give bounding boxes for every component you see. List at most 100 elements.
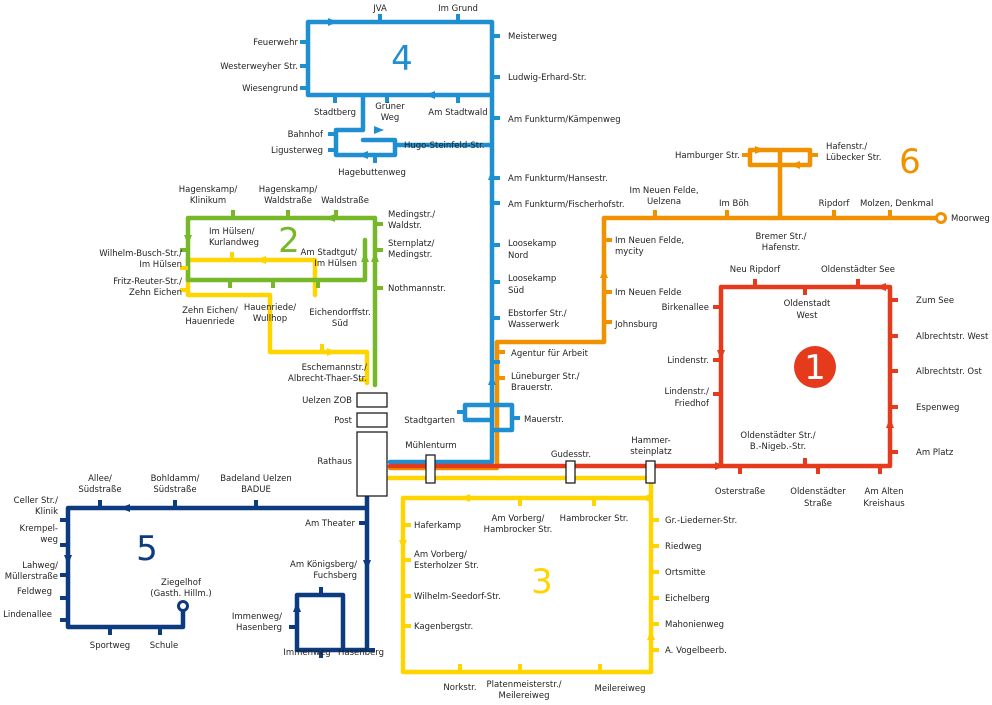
stop-label-mahonienweg[interactable]: Mahonienweg — [665, 620, 724, 630]
stop-label-immenweg-hasenberg[interactable]: Immenweg/Hasenberg — [232, 612, 282, 633]
stop-label-nothmannstr[interactable]: Nothmannstr. — [388, 284, 446, 294]
rathaus-platform[interactable] — [356, 431, 388, 497]
stop-label-am-funkturm-hansestr[interactable]: Am Funkturm/Hansestr. — [508, 174, 608, 184]
stop-label-im-neuen-felde-uelzena[interactable]: Im Neuen Felde,Uelzena — [629, 186, 698, 207]
stop-label-molzen-denkmal[interactable]: Molzen, Denkmal — [860, 199, 933, 209]
stop-label-ziegelhof[interactable]: Ziegelhof(Gasth. Hillm.) — [150, 578, 211, 599]
stop-label-hagenskamp-waldstrasse[interactable]: Hagenskamp/Waldstraße — [259, 185, 318, 206]
stop-label-eichelberg[interactable]: Eichelberg — [665, 594, 710, 604]
stop-label-albrechtstr-west[interactable]: Albrechtstr. West — [916, 332, 989, 342]
stop-label-celler-str-klinik[interactable]: Celler Str./Klinik — [14, 496, 58, 517]
stop-label-kagenbergstr[interactable]: Kagenbergstr. — [414, 622, 473, 632]
stop-label-krempelweg[interactable]: Krempel-weg — [20, 524, 58, 545]
stop-label-waldstrasse[interactable]: Waldstraße — [321, 196, 369, 206]
stop-label-bahnhof[interactable]: Bahnhof — [288, 130, 324, 140]
stop-label-hammersteinplatz[interactable]: Hammer-steinplatz — [630, 436, 672, 457]
stop-label-medingstr-waldstr[interactable]: Medingstr./Waldstr. — [388, 210, 435, 231]
stop-label-hambrocker-str[interactable]: Hambrocker Str. — [560, 514, 629, 524]
stop-label-ludwig-erhard-str[interactable]: Ludwig-Erhard-Str. — [508, 73, 586, 83]
line-3-route[interactable] — [380, 475, 654, 675]
stop-label-am-vorberg-hambrocker[interactable]: Am Vorberg/Hambrocker Str. — [484, 514, 553, 535]
stop-label-im-neuen-felde-mycity[interactable]: Im Neuen Felde,mycity — [615, 236, 684, 257]
stop-label-eschemannstr[interactable]: Eschemannstr./Albrecht-Thaer-Str. — [288, 363, 367, 384]
stop-label-am-funkturm-fischerhofstr[interactable]: Am Funkturm/Fischerhofstr. — [508, 200, 625, 210]
stop-label-hagenskamp-klinikum[interactable]: Hagenskamp/Klinikum — [179, 185, 238, 206]
stop-label-im-boeh[interactable]: Im Böh — [719, 199, 749, 209]
stop-label-am-stadtwald[interactable]: Am Stadtwald — [428, 108, 487, 118]
stop-label-neu-ripdorf[interactable]: Neu Ripdorf — [730, 265, 781, 275]
stop-label-lahweg[interactable]: Lahweg/Müllerstraße — [5, 561, 58, 582]
stop-label-haferkamp[interactable]: Haferkamp — [414, 521, 461, 531]
stop-label-a-vogelbeerb[interactable]: A. Vogelbeerb. — [665, 646, 727, 656]
stop-label-hugo-steinfeld-str[interactable]: Hugo-Steinfeld-Str. — [404, 141, 485, 151]
stop-label-westerweyher-str[interactable]: Westerweyher Str. — [220, 62, 298, 72]
stop-label-wilhelm-seedorf-str[interactable]: Wilhelm-Seedorf-Str. — [414, 592, 501, 602]
stop-label-allee-suedstrasse[interactable]: Allee/Südstraße — [78, 474, 121, 495]
stop-label-albrechtstr-ost[interactable]: Albrechtstr. Ost — [916, 367, 983, 377]
stop-label-stadtberg[interactable]: Stadtberg — [314, 108, 356, 118]
stop-label-eichendorffstr-sued[interactable]: Eichendorffstr.Süd — [309, 308, 371, 329]
stop-label-agentur-fuer-arbeit[interactable]: Agentur für Arbeit — [511, 349, 589, 359]
stop-label-osterstrasse[interactable]: Osterstraße — [715, 487, 765, 497]
stop-label-meilereiweg[interactable]: Meilereiweg — [595, 684, 646, 694]
stop-label-am-vorberg-esterholzer[interactable]: Am Vorberg/Esterholzer Str. — [414, 550, 479, 571]
stop-label-norkstr[interactable]: Norkstr. — [443, 683, 476, 693]
stop-label-jva[interactable]: JVA — [372, 4, 387, 14]
stop-label-gr-liederner-str[interactable]: Gr.-Liederner-Str. — [665, 516, 737, 526]
ziegelhof-terminus-marker[interactable] — [177, 600, 189, 612]
stop-label-lueneburger-str[interactable]: Lüneburger Str./Brauerstr. — [511, 372, 580, 393]
stop-label-am-theater[interactable]: Am Theater — [305, 519, 355, 529]
stop-label-immenweg[interactable]: Immenweg — [283, 648, 330, 658]
stop-label-lindenstr[interactable]: Lindenstr. — [667, 356, 709, 366]
stop-label-lindenallee[interactable]: Lindenallee — [3, 610, 52, 620]
stop-label-birkenallee[interactable]: Birkenallee — [662, 303, 709, 313]
gudesstr-platform[interactable] — [565, 460, 576, 484]
stop-label-am-platz[interactable]: Am Platz — [916, 448, 954, 458]
line-2-route[interactable] — [185, 215, 378, 388]
stop-label-espenweg[interactable]: Espenweg — [916, 403, 959, 413]
stop-label-im-grund[interactable]: Im Grund — [438, 4, 478, 14]
stop-label-feuerwehr[interactable]: Feuerwehr — [253, 38, 298, 48]
stop-label-bremer-str-hafenstr[interactable]: Bremer Str./Hafenstr. — [755, 232, 806, 253]
hammersteinplatz-platform[interactable] — [645, 460, 656, 484]
stop-label-meisterweg[interactable]: Meisterweg — [508, 32, 557, 42]
stop-label-gudesstr[interactable]: Gudesstr. — [551, 450, 591, 460]
stop-label-lindenstr-friedhof[interactable]: Lindenstr./Friedhof — [664, 387, 710, 409]
stop-label-platenmeisterstr[interactable]: Platenmeisterstr./Meilereiweg — [486, 680, 561, 701]
stop-label-oldenstaedter-see[interactable]: Oldenstädter See — [821, 265, 895, 275]
stop-label-fritz-reuter-str[interactable]: Fritz-Reuter-Str./Zehn Eichen — [113, 277, 182, 298]
stop-label-im-huelsen-kurlandweg[interactable]: Im Hülsen/Kurlandweg — [209, 227, 259, 248]
stop-label-hasenberg[interactable]: Hasenberg — [338, 648, 384, 658]
stop-label-am-koenigsberg[interactable]: Am Königsberg/Fuchsberg — [290, 560, 357, 581]
stop-label-schule[interactable]: Schule — [150, 641, 178, 651]
stop-label-am-funkturm-kaempenweg[interactable]: Am Funkturm/Kämpenweg — [508, 115, 621, 125]
stop-label-muehlenturm[interactable]: Mühlenturm — [405, 441, 456, 451]
stop-label-ebstorfer-str[interactable]: Ebstorfer Str./Wasserwerk — [508, 309, 567, 330]
stop-label-ligusterweg[interactable]: Ligusterweg — [271, 146, 323, 156]
stop-label-mauerstr[interactable]: Mauerstr. — [524, 415, 564, 425]
stop-label-ortsmitte[interactable]: Ortsmitte — [665, 568, 705, 578]
stop-label-am-stadtgut[interactable]: Am Stadtgut/Im Hülsen — [301, 248, 358, 269]
stop-label-sportweg[interactable]: Sportweg — [90, 641, 130, 651]
stop-label-rathaus[interactable]: Rathaus — [317, 457, 352, 467]
stop-label-johnsburg[interactable]: Johnsburg — [614, 320, 657, 330]
stop-label-post[interactable]: Post — [334, 416, 352, 426]
stop-label-im-neuen-felde[interactable]: Im Neuen Felde — [615, 288, 681, 298]
muehlenturm-platform[interactable] — [425, 454, 436, 484]
stop-label-riedweg[interactable]: Riedweg — [665, 542, 701, 552]
stop-label-ripdorf[interactable]: Ripdorf — [819, 199, 851, 209]
stop-label-zum-see[interactable]: Zum See — [916, 296, 954, 306]
line-2-yellow-route[interactable] — [185, 257, 370, 386]
post-platform[interactable] — [356, 412, 388, 428]
stop-label-hagebuttenweg[interactable]: Hagebuttenweg — [338, 168, 406, 178]
stop-label-hauenriede-wullhop[interactable]: Hauenriede/Wullhop — [244, 303, 296, 324]
stop-label-sternplatz-medingstr[interactable]: Sternplatz/Medingstr. — [388, 239, 434, 260]
line-5-route[interactable] — [65, 487, 370, 653]
